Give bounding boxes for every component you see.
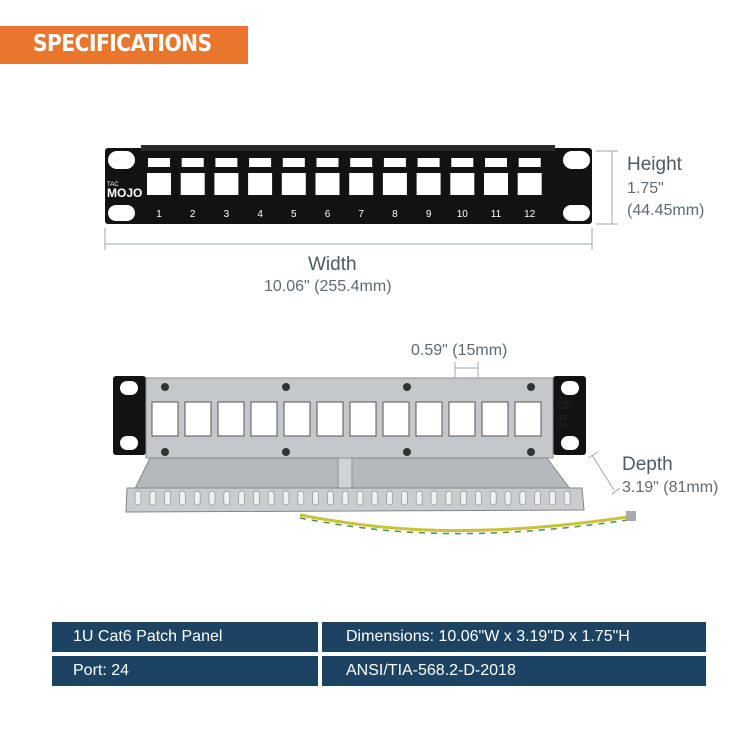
port-number: 7 bbox=[358, 209, 364, 220]
mounting-slot bbox=[108, 151, 135, 169]
height-mm: (44.45mm) bbox=[627, 202, 705, 219]
tray-slot bbox=[489, 490, 497, 506]
rear-dimension-lines bbox=[454, 362, 621, 495]
banner-title: SPECIFICATIONS bbox=[33, 31, 212, 57]
front-port: 2 bbox=[180, 158, 205, 220]
tray-slot bbox=[401, 490, 408, 506]
spec-dimensions: Dimensions: 10.06"W x 3.19"D x 1.75"H bbox=[322, 622, 706, 652]
rear-port-cutout bbox=[349, 401, 377, 437]
port-number: 5 bbox=[291, 209, 297, 220]
specifications-banner: SPECIFICATIONS bbox=[0, 26, 248, 64]
mounting-slot bbox=[563, 205, 590, 221]
tray-slot bbox=[134, 490, 142, 506]
spec-product-type: 1U Cat6 Patch Panel bbox=[52, 622, 318, 652]
depth-value: 3.19" (81mm) bbox=[622, 479, 719, 496]
tray-slot bbox=[519, 490, 527, 506]
rear-port-cutout bbox=[316, 401, 344, 437]
tray-slot bbox=[297, 490, 305, 506]
ground-lug bbox=[626, 511, 636, 521]
front-port: 6 bbox=[315, 158, 340, 220]
front-port: 10 bbox=[450, 158, 475, 220]
port-number: 3 bbox=[224, 209, 230, 220]
dimension-lines bbox=[104, 150, 618, 250]
port-number: 1 bbox=[156, 209, 162, 220]
ukca-mark-uk: UK bbox=[557, 415, 567, 422]
tray-slot bbox=[223, 490, 231, 506]
port-number: 6 bbox=[325, 209, 331, 220]
rear-port-cutout bbox=[283, 401, 311, 437]
rear-port-cutout bbox=[250, 401, 278, 437]
tray-slot bbox=[563, 490, 571, 506]
tray-slot bbox=[179, 490, 186, 506]
port-number: 11 bbox=[491, 209, 502, 220]
port-number: 10 bbox=[457, 209, 469, 220]
tray-slot bbox=[504, 490, 512, 506]
port-number: 2 bbox=[190, 209, 196, 220]
width-value: 10.06" (255.4mm) bbox=[264, 278, 392, 295]
rear-port-cutout bbox=[448, 401, 476, 437]
front-port: 9 bbox=[416, 158, 441, 220]
front-port: 5 bbox=[281, 158, 306, 220]
tray-slot bbox=[341, 490, 349, 506]
mounting-slot bbox=[108, 205, 135, 221]
port-number: 9 bbox=[426, 209, 432, 220]
rear-port-cutout bbox=[184, 401, 212, 437]
rear-port-cutout bbox=[217, 401, 245, 437]
port-number: 12 bbox=[524, 209, 536, 220]
brand-small: TAC bbox=[107, 182, 119, 188]
depth-label: Depth bbox=[622, 454, 673, 475]
rear-port-cutout bbox=[415, 401, 443, 437]
tray-slot bbox=[282, 490, 290, 506]
tray-slot bbox=[193, 490, 201, 506]
ce-mark: CE bbox=[557, 401, 571, 412]
spec-standard: ANSI/TIA-568.2-D-2018 bbox=[322, 656, 706, 686]
tray-slot bbox=[238, 490, 245, 506]
tray-slot bbox=[534, 490, 541, 506]
tray-slot bbox=[475, 490, 482, 506]
tray-slot bbox=[415, 490, 423, 506]
port-number: 8 bbox=[392, 209, 398, 220]
spec-port-count: Port: 24 bbox=[52, 656, 318, 686]
front-port: 1 bbox=[147, 158, 171, 220]
tray-slot bbox=[327, 490, 334, 506]
rear-port-cutout bbox=[514, 401, 542, 437]
tray-slot bbox=[430, 490, 438, 506]
port-number: 4 bbox=[257, 209, 263, 220]
spec-row: Port: 24 ANSI/TIA-568.2-D-2018 bbox=[52, 656, 706, 686]
rear-port-cutout bbox=[382, 401, 410, 437]
front-port: 8 bbox=[382, 158, 407, 220]
rear-panel bbox=[113, 376, 636, 535]
tray-slot bbox=[267, 490, 275, 506]
height-inches: 1.75" bbox=[627, 180, 664, 197]
tray-slot bbox=[356, 490, 364, 506]
front-port: 12 bbox=[517, 158, 542, 220]
rear-port-cutout bbox=[151, 401, 179, 437]
tray-slot bbox=[208, 490, 216, 506]
tray-slot bbox=[549, 490, 556, 506]
port-spacing-value: 0.59" (15mm) bbox=[411, 342, 508, 359]
height-label: Height bbox=[627, 154, 682, 175]
tray-slot bbox=[371, 490, 379, 506]
mounting-slot bbox=[563, 151, 590, 169]
tray-slot bbox=[253, 490, 260, 506]
width-label: Width bbox=[308, 254, 357, 275]
front-port: 11 bbox=[484, 158, 508, 220]
tray-slot bbox=[386, 490, 393, 506]
front-port: 7 bbox=[349, 158, 374, 220]
ukca-mark-ca: CA bbox=[557, 423, 567, 430]
front-port: 4 bbox=[248, 158, 273, 220]
front-port: 3 bbox=[214, 158, 239, 220]
tray-slot bbox=[164, 490, 171, 506]
tray-slot bbox=[312, 490, 319, 506]
spec-row: 1U Cat6 Patch Panel Dimensions: 10.06"W … bbox=[52, 622, 706, 652]
brand-logo: MOJO bbox=[107, 186, 142, 200]
tray-slot bbox=[460, 490, 467, 506]
tray-slot bbox=[149, 490, 157, 506]
tray-slot bbox=[445, 490, 453, 506]
rear-port-cutout bbox=[481, 401, 509, 437]
